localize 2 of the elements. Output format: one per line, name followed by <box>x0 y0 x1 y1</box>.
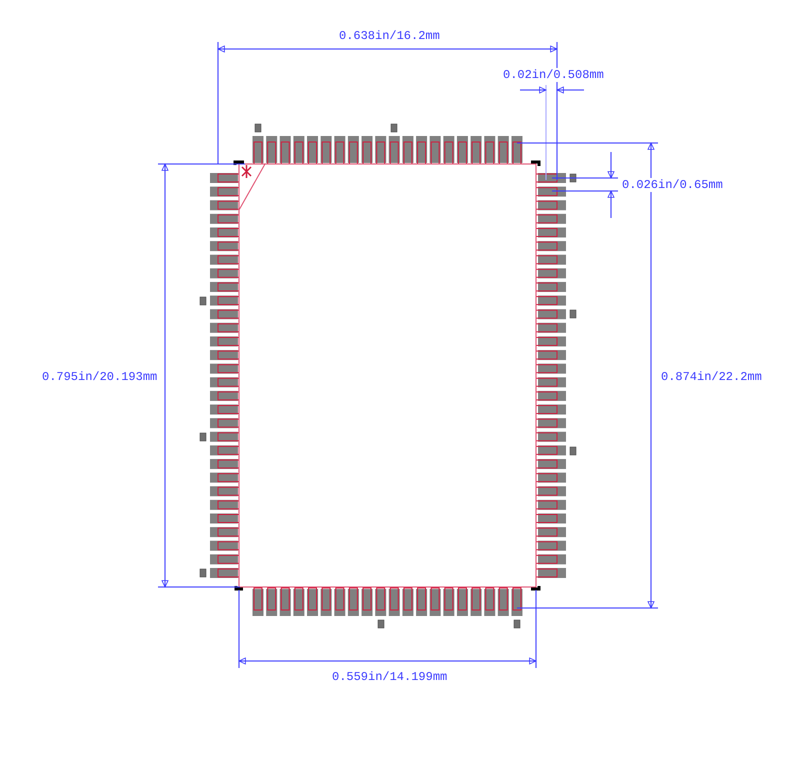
dimension-label: 0.026in/0.65mm <box>622 178 723 192</box>
dimension-label: 0.02in/0.508mm <box>503 68 604 82</box>
